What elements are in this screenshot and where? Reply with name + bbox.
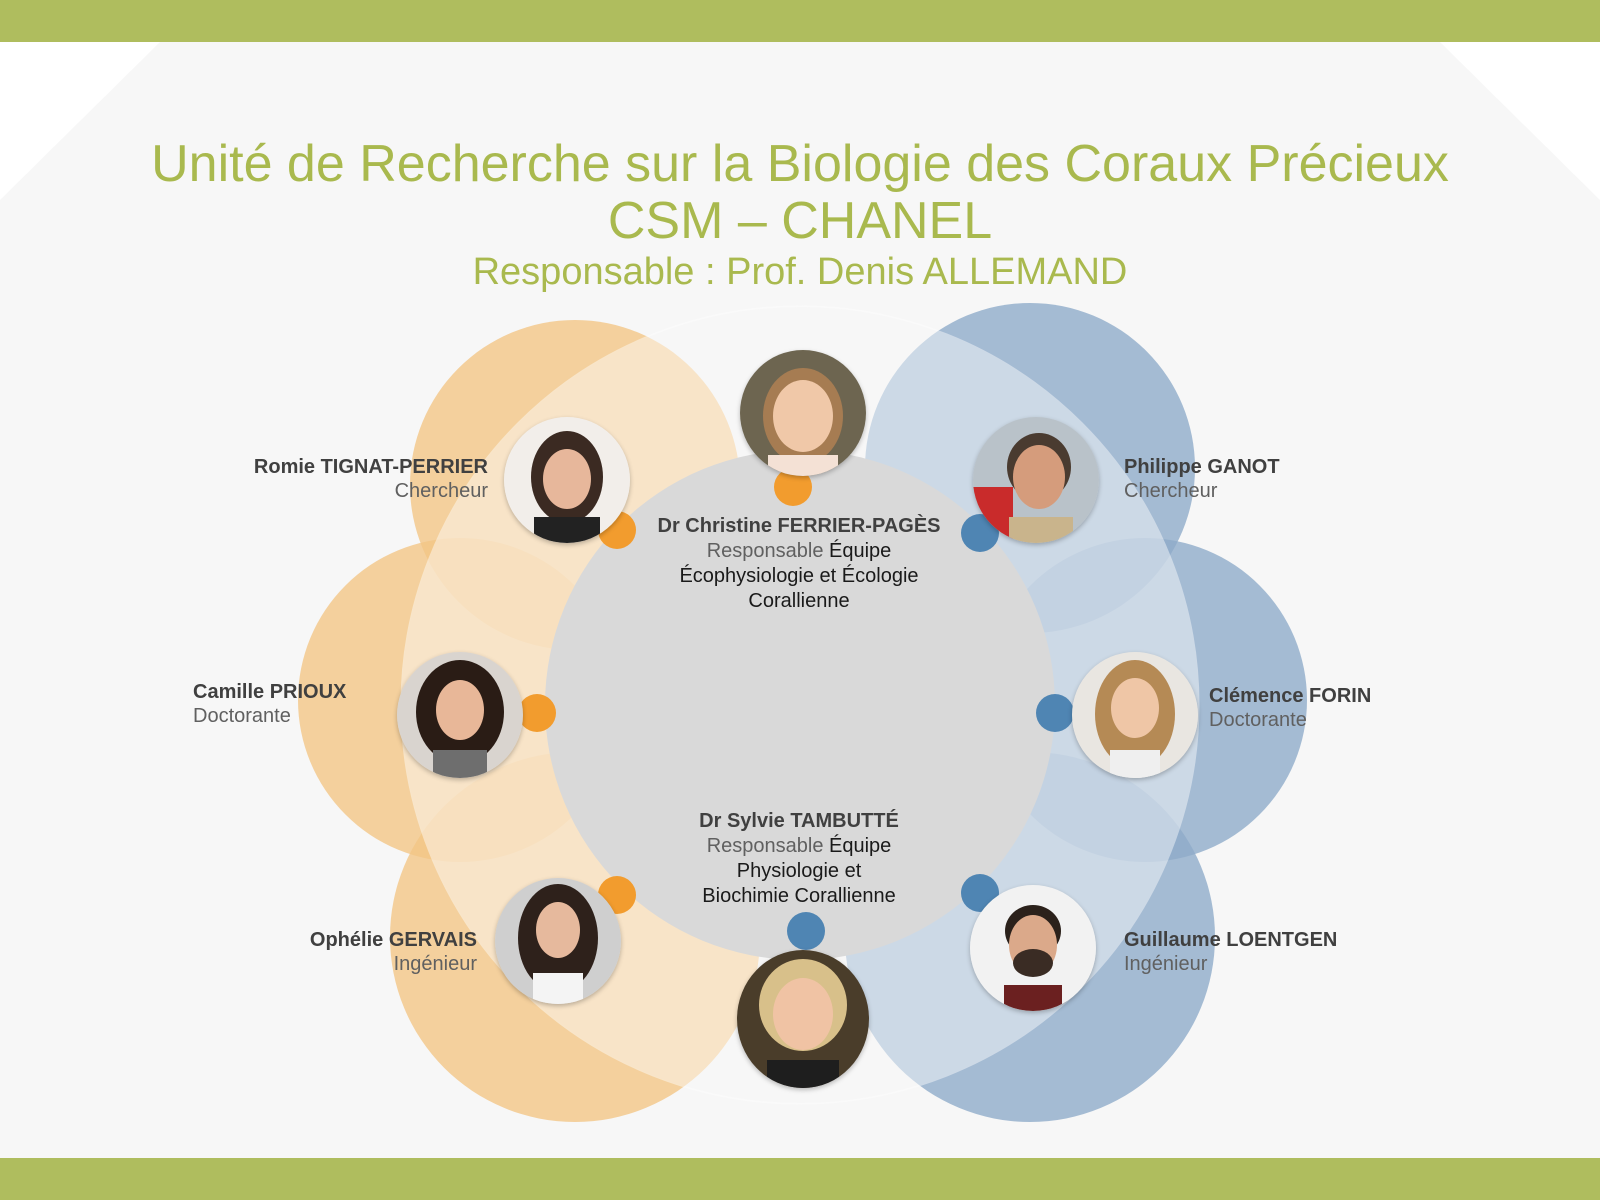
leader-role-prefix: Responsable [706,540,824,562]
portrait-photo-icon [504,417,630,543]
portrait-photo-icon [973,417,1099,543]
leader-christine: Dr Christine FERRIER-PAGÈS Responsable É… [639,514,959,614]
portrait-photo-icon [970,885,1096,1011]
dot-camille [518,694,556,732]
leader-role-rest: Équipe [823,540,892,562]
photo-christine [740,350,866,476]
leader-role-rest: Équipe [823,835,892,857]
dot-clemence [1036,694,1074,732]
leader-sylvie: Dr Sylvie TAMBUTTÉ Responsable Équipe Ph… [639,809,959,909]
portrait-photo-icon [737,950,869,1088]
member-role: Doctorante [193,705,291,727]
member-name: Camille PRIOUX [193,681,347,703]
photo-sylvie [737,950,869,1088]
bottom-band [0,1158,1600,1200]
member-role: Ingénieur [1124,953,1208,975]
member-name: Philippe GANOT [1124,456,1280,478]
photo-clemence [1072,652,1198,778]
member-name: Guillaume LOENTGEN [1124,929,1338,951]
page-title: Unité de Recherche sur la Biologie des C… [151,135,1449,193]
photo-camille [397,652,523,778]
photo-ophelie [495,878,621,1004]
leader-role: Responsable Équipe [639,539,959,564]
responsible-line: Responsable : Prof. Denis ALLEMAND [472,251,1128,293]
leader-name: Dr Christine FERRIER-PAGÈS [657,515,941,537]
portrait-photo-icon [740,350,866,476]
photo-romie [504,417,630,543]
portrait-photo-icon [1072,652,1198,778]
leader-name: Dr Sylvie TAMBUTTÉ [699,810,899,832]
member-philippe: Philippe GANOT Chercheur [1124,455,1280,503]
member-clemence: Clémence FORIN Doctorante [1209,684,1371,732]
leader-role-prefix: Responsable [706,835,824,857]
portrait-photo-icon [495,878,621,1004]
member-guillaume: Guillaume LOENTGEN Ingénieur [1124,928,1337,976]
page-subtitle: CSM – CHANEL [607,192,993,250]
member-camille: Camille PRIOUX Doctorante [193,680,346,728]
member-name: Ophélie GERVAIS [309,929,477,951]
photo-guillaume [970,885,1096,1011]
dot-christine [774,468,812,506]
photo-philippe [973,417,1099,543]
member-romie: Romie TIGNAT-PERRIER Chercheur [254,455,488,503]
member-name: Romie TIGNAT-PERRIER [253,456,488,478]
top-band [0,0,1600,42]
member-name: Clémence FORIN [1209,685,1372,707]
title-block: Unité de Recherche sur la Biologie des C… [0,135,1600,295]
dot-sylvie [787,912,825,950]
member-role: Doctorante [1209,709,1307,731]
member-role: Ingénieur [393,953,477,975]
member-role: Chercheur [394,480,488,502]
leader-team-line1: Écophysiologie et Écologie [679,565,919,587]
center-disc [545,450,1055,960]
portrait-photo-icon [397,652,523,778]
member-ophelie: Ophélie GERVAIS Ingénieur [310,928,477,976]
leader-role: Responsable Équipe [639,834,959,859]
leader-team-line2: Biochimie Corallienne [702,885,896,907]
leader-team-line1: Physiologie et [736,860,862,882]
member-role: Chercheur [1124,480,1218,502]
leader-team-line2: Corallienne [748,590,850,612]
